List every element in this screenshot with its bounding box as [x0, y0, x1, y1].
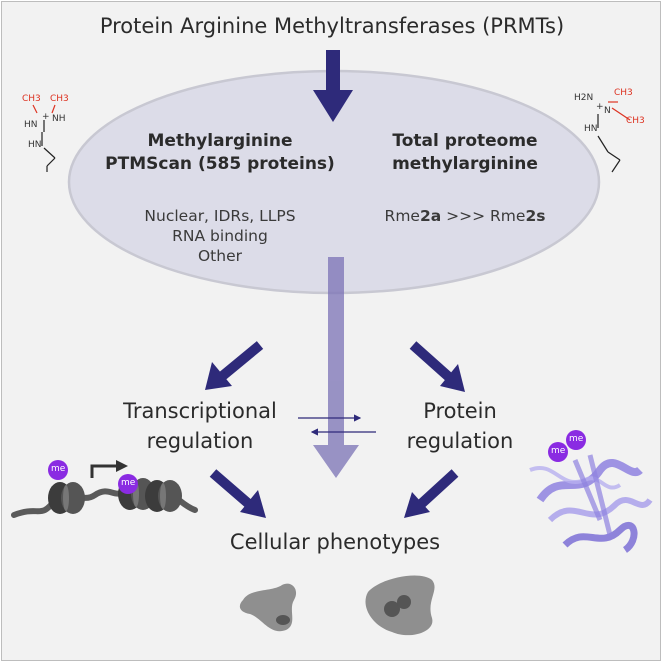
chem-right-ch3a: CH3: [614, 88, 633, 98]
chem-right-h2n: H2N: [574, 93, 594, 103]
left-item-2: RNA binding: [172, 227, 268, 245]
me-label-chromatin-2: me: [121, 478, 136, 488]
crosstalk-arrows: [298, 414, 376, 436]
arrow-central-down: [313, 257, 359, 478]
chromatin-illustration: [11, 460, 198, 518]
page-title: Protein Arginine Methyltransferases (PRM…: [99, 14, 565, 38]
right-heading-line2: methylarginine: [392, 154, 538, 174]
me-ball-protein-2: [548, 442, 568, 462]
phenotypes-label: Cellular phenotypes: [229, 530, 441, 554]
arrow-prmt-down: [313, 50, 353, 122]
nucleosome-3: [145, 480, 182, 512]
me-label-protein-2: me: [551, 446, 566, 456]
transcriptional-line1: Transcriptional: [123, 399, 277, 423]
ratio-text: Rme2a >>> Rme2s: [384, 207, 546, 225]
arrow-transcriptional-to-phenotypes: [209, 469, 266, 518]
protein-structure: [529, 430, 653, 553]
arrow-to-transcriptional: [205, 341, 264, 390]
chem-left-hn2: HN: [28, 140, 42, 150]
nucleosome-1: [48, 482, 85, 514]
chem-left-nh: NH: [52, 114, 66, 124]
protein-line2: regulation: [406, 429, 514, 453]
arrow-to-protein: [409, 341, 465, 392]
left-item-3: Other: [197, 247, 242, 265]
chem-right-hn: HN: [584, 124, 598, 134]
left-item-1: Nuclear, IDRs, LLPS: [144, 207, 296, 225]
me-ball-chromatin-2: [118, 474, 138, 494]
chem-left-ch3b: CH3: [50, 94, 69, 104]
chem-structure-left: [32, 104, 56, 172]
cell-shape-1: [239, 583, 297, 632]
me-label-protein-1: me: [569, 434, 584, 444]
cell-shape-2: [365, 575, 435, 636]
arrow-protein-to-phenotypes: [404, 469, 459, 518]
left-heading-line2: PTMScan (585 proteins): [105, 154, 335, 174]
chem-left-hn1: HN: [24, 120, 38, 130]
right-heading-line1: Total proteome: [392, 131, 538, 151]
chem-right-plus: +: [596, 102, 604, 112]
transcriptional-line2: regulation: [146, 429, 254, 453]
chem-right-n: N: [604, 106, 611, 116]
chem-left-plus: +: [42, 112, 50, 122]
transcription-start-arrow: [90, 460, 128, 478]
me-ball-chromatin-1: [48, 460, 68, 480]
chem-right-ch3b: CH3: [626, 116, 645, 126]
me-label-chromatin-1: me: [51, 464, 66, 474]
me-ball-protein-1: [566, 430, 586, 450]
chem-structure-right: [597, 101, 631, 173]
left-heading-line1: Methylarginine: [147, 131, 293, 151]
chem-left-ch3a: CH3: [22, 94, 41, 104]
protein-line1: Protein: [423, 399, 497, 423]
